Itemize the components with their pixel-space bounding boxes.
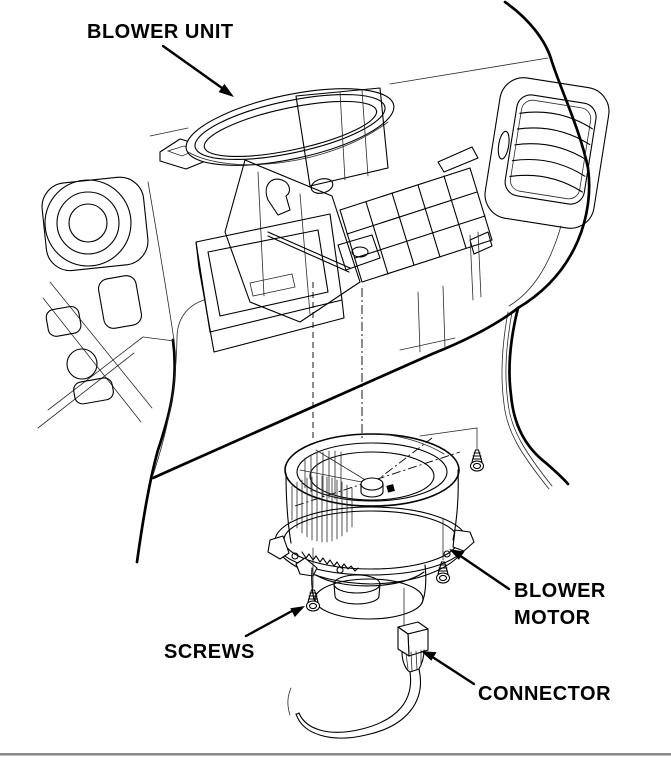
screw-icon bbox=[305, 589, 321, 612]
label-blower-motor-line2: MOTOR bbox=[514, 607, 591, 629]
unit-lattice-grid bbox=[339, 167, 493, 283]
leader-arrow-connector bbox=[421, 651, 476, 686]
dashboard-bottom-edge bbox=[151, 306, 520, 480]
motor-flange bbox=[267, 506, 475, 585]
label-blower-motor-line1: BLOWER bbox=[514, 580, 606, 602]
motor-cage-interior bbox=[294, 437, 461, 507]
unit-duct-box bbox=[195, 213, 345, 353]
leader-arrow-blower-motor bbox=[449, 549, 511, 591]
callouts: BLOWER UNIT BLOWER MOTOR SCREWS CONNECTO… bbox=[87, 21, 611, 705]
console-buttons bbox=[42, 275, 153, 423]
motor-fins bbox=[291, 475, 353, 543]
leader-arrow-screws bbox=[244, 606, 305, 638]
unit-brackets bbox=[265, 146, 493, 353]
label-blower-unit: BLOWER UNIT bbox=[87, 21, 234, 43]
screw-icon bbox=[435, 561, 451, 584]
leader-arrow-blower-unit bbox=[161, 44, 234, 97]
dashboard-right-edge bbox=[503, 0, 591, 310]
instrument-cluster bbox=[41, 176, 175, 341]
dashboard-lower-right-edge bbox=[508, 306, 570, 486]
connector-illustration bbox=[287, 587, 429, 739]
blower-unit-illustration bbox=[159, 87, 493, 353]
screw-icon bbox=[469, 449, 485, 472]
connector-icon bbox=[397, 621, 429, 673]
alignment-guides bbox=[312, 282, 363, 440]
page-divider bbox=[0, 753, 671, 756]
motor-body bbox=[311, 564, 427, 620]
wire-harness bbox=[287, 668, 421, 739]
screws-illustration bbox=[305, 427, 485, 612]
label-screws: SCREWS bbox=[164, 641, 255, 663]
dashboard-left-edge bbox=[135, 338, 177, 564]
label-connector: CONNECTOR bbox=[478, 683, 611, 705]
dashboard-illustration bbox=[37, 0, 610, 564]
blower-motor-illustration bbox=[267, 433, 475, 620]
side-vent bbox=[484, 77, 610, 229]
